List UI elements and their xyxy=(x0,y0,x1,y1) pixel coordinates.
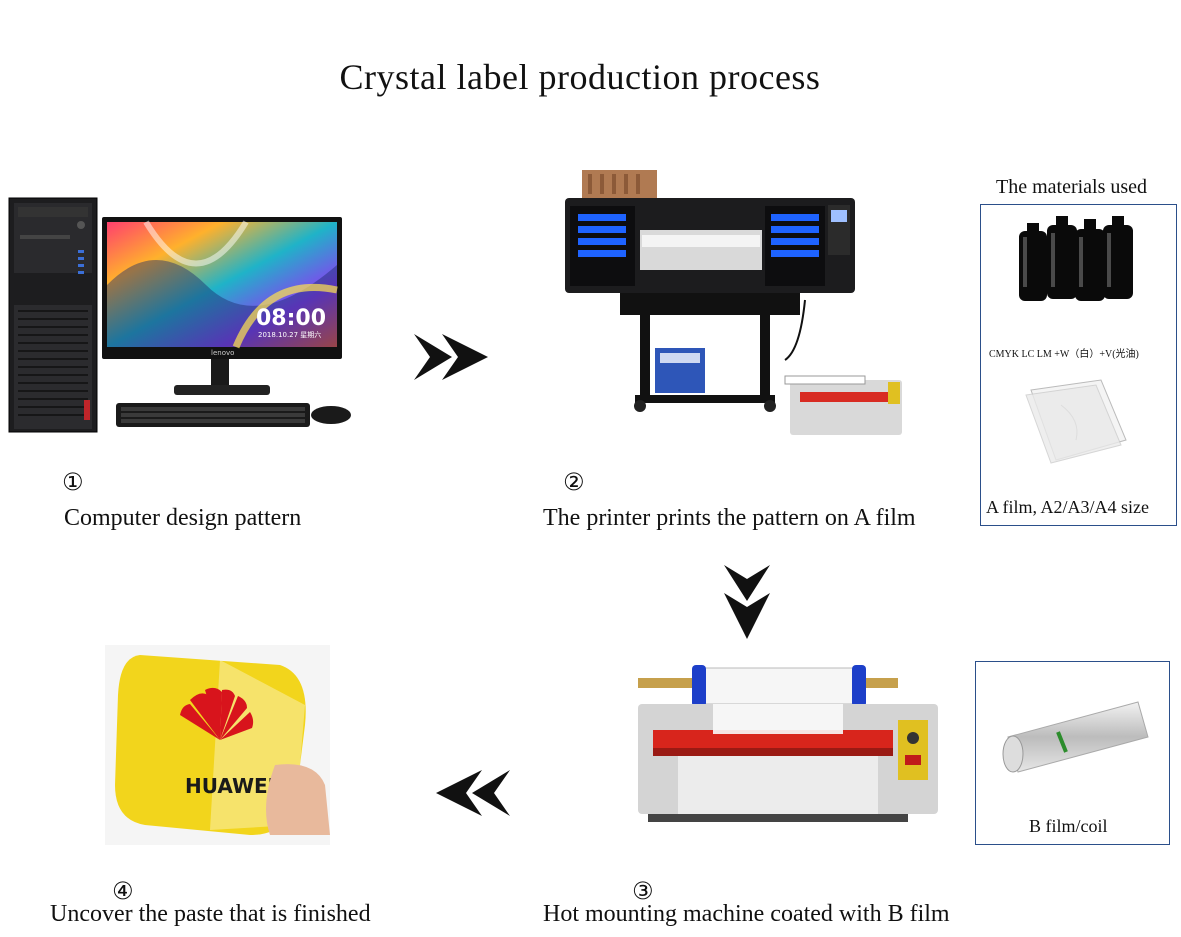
film-sheets-icon xyxy=(1021,375,1131,465)
monitor-clock: 08:00 xyxy=(256,306,326,331)
step-1-number: ① xyxy=(62,468,84,496)
film-roll-icon xyxy=(998,692,1158,782)
materials-box-b: B film/coil xyxy=(975,661,1170,845)
step-2-caption: The printer prints the pattern on A film xyxy=(543,505,916,531)
step-2-number: ② xyxy=(563,468,585,496)
printer-illustration xyxy=(560,170,910,440)
monitor-brand: lenovo xyxy=(211,349,234,357)
arrow-left-icon xyxy=(432,768,512,818)
materials-box-a: CMYK LC LM +W（白）+V(光油) A film, A2/A3/A4 … xyxy=(980,204,1177,526)
step-3-caption: Hot mounting machine coated with B film xyxy=(543,901,950,927)
monitor-date: 2018.10.27 星期六 xyxy=(258,330,321,339)
ink-caption: CMYK LC LM +W（白）+V(光油) xyxy=(989,349,1139,360)
step-1-caption: Computer design pattern xyxy=(64,505,302,531)
arrow-right-icon xyxy=(412,332,492,382)
product-logo-text: HUAWEI xyxy=(185,774,275,798)
step-4-caption: Uncover the paste that is finished xyxy=(50,901,371,927)
arrow-down-icon xyxy=(722,563,772,643)
finished-product-illustration: HUAWEI xyxy=(100,645,335,845)
step-3-number: ③ xyxy=(632,877,654,905)
page-title: Crystal label production process xyxy=(339,57,821,97)
computer-illustration: 08:00 2018.10.27 星期六 lenovo xyxy=(6,195,356,435)
laminator-illustration xyxy=(618,660,938,835)
materials-heading: The materials used xyxy=(996,176,1148,198)
film-a-caption: A film, A2/A3/A4 size xyxy=(986,497,1149,517)
step-4-number: ④ xyxy=(112,877,134,905)
ink-bottles-icon xyxy=(1011,211,1141,306)
film-b-caption: B film/coil xyxy=(1029,816,1108,836)
